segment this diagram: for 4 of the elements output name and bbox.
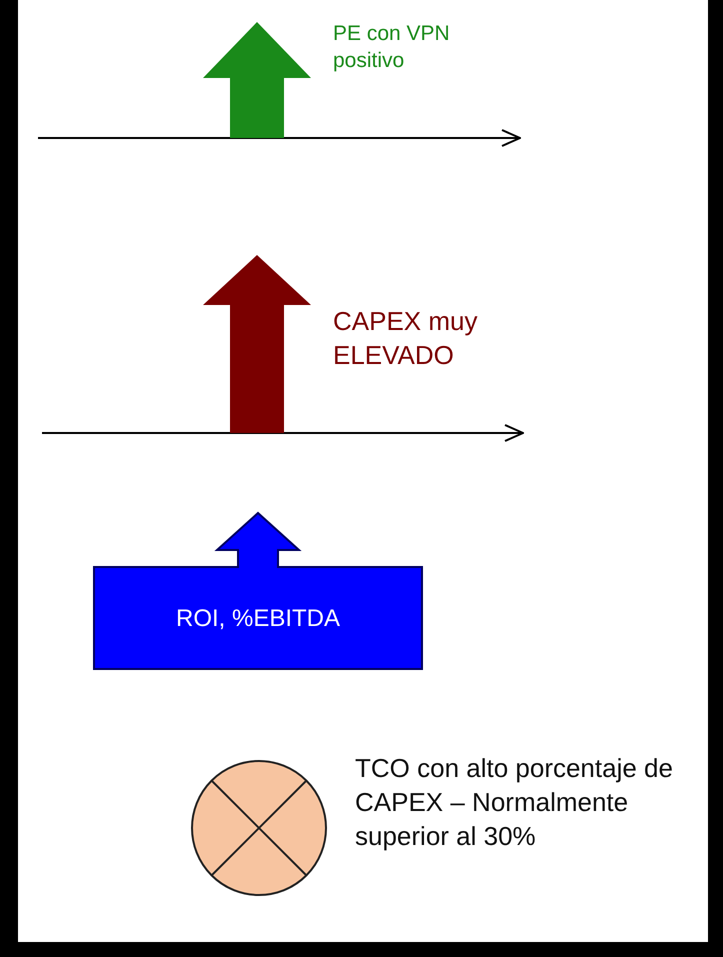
- annotation-text: PE con VPN positivo: [333, 21, 451, 74]
- annotation-text: TCO con alto porcentaje de CAPEX – Normalmente superior al 30%: [355, 752, 674, 853]
- callout-label: ROI, %EBITDA: [176, 604, 340, 634]
- annotation-text: CAPEX muy ELEVADO: [333, 305, 478, 372]
